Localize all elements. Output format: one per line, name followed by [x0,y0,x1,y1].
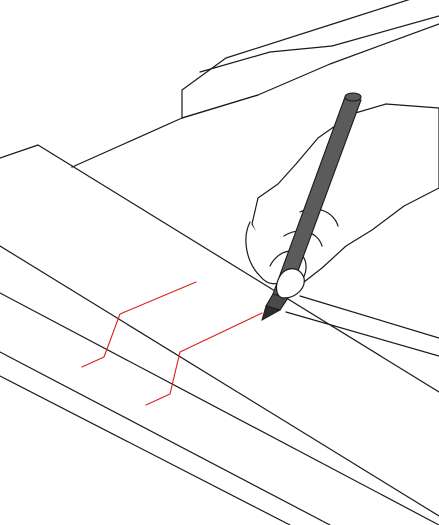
mark-line-left [81,281,197,368]
mark-line-right [145,312,263,406]
block-rear-edge [199,15,439,73]
board-edge-3 [0,245,439,517]
pen-tip [261,305,282,322]
back-board-far-edge [329,23,439,65]
back-board [69,0,439,169]
cut-marks [81,281,263,406]
back-board-top-edge [69,63,331,169]
hand-finger-front [275,268,305,299]
board-edge-5 [0,351,331,525]
board-edge-4 [0,292,439,525]
hand-front [275,268,305,299]
front-boards [0,144,439,525]
board-edge-1 [0,144,39,159]
board-edge-8 [299,295,439,339]
board-edge-2 [37,144,439,393]
top-board-face [0,145,439,525]
board-edge-7 [285,311,439,357]
pen-cap [344,92,362,102]
board-edge-6 [0,375,291,525]
block-top-edge [181,0,410,119]
